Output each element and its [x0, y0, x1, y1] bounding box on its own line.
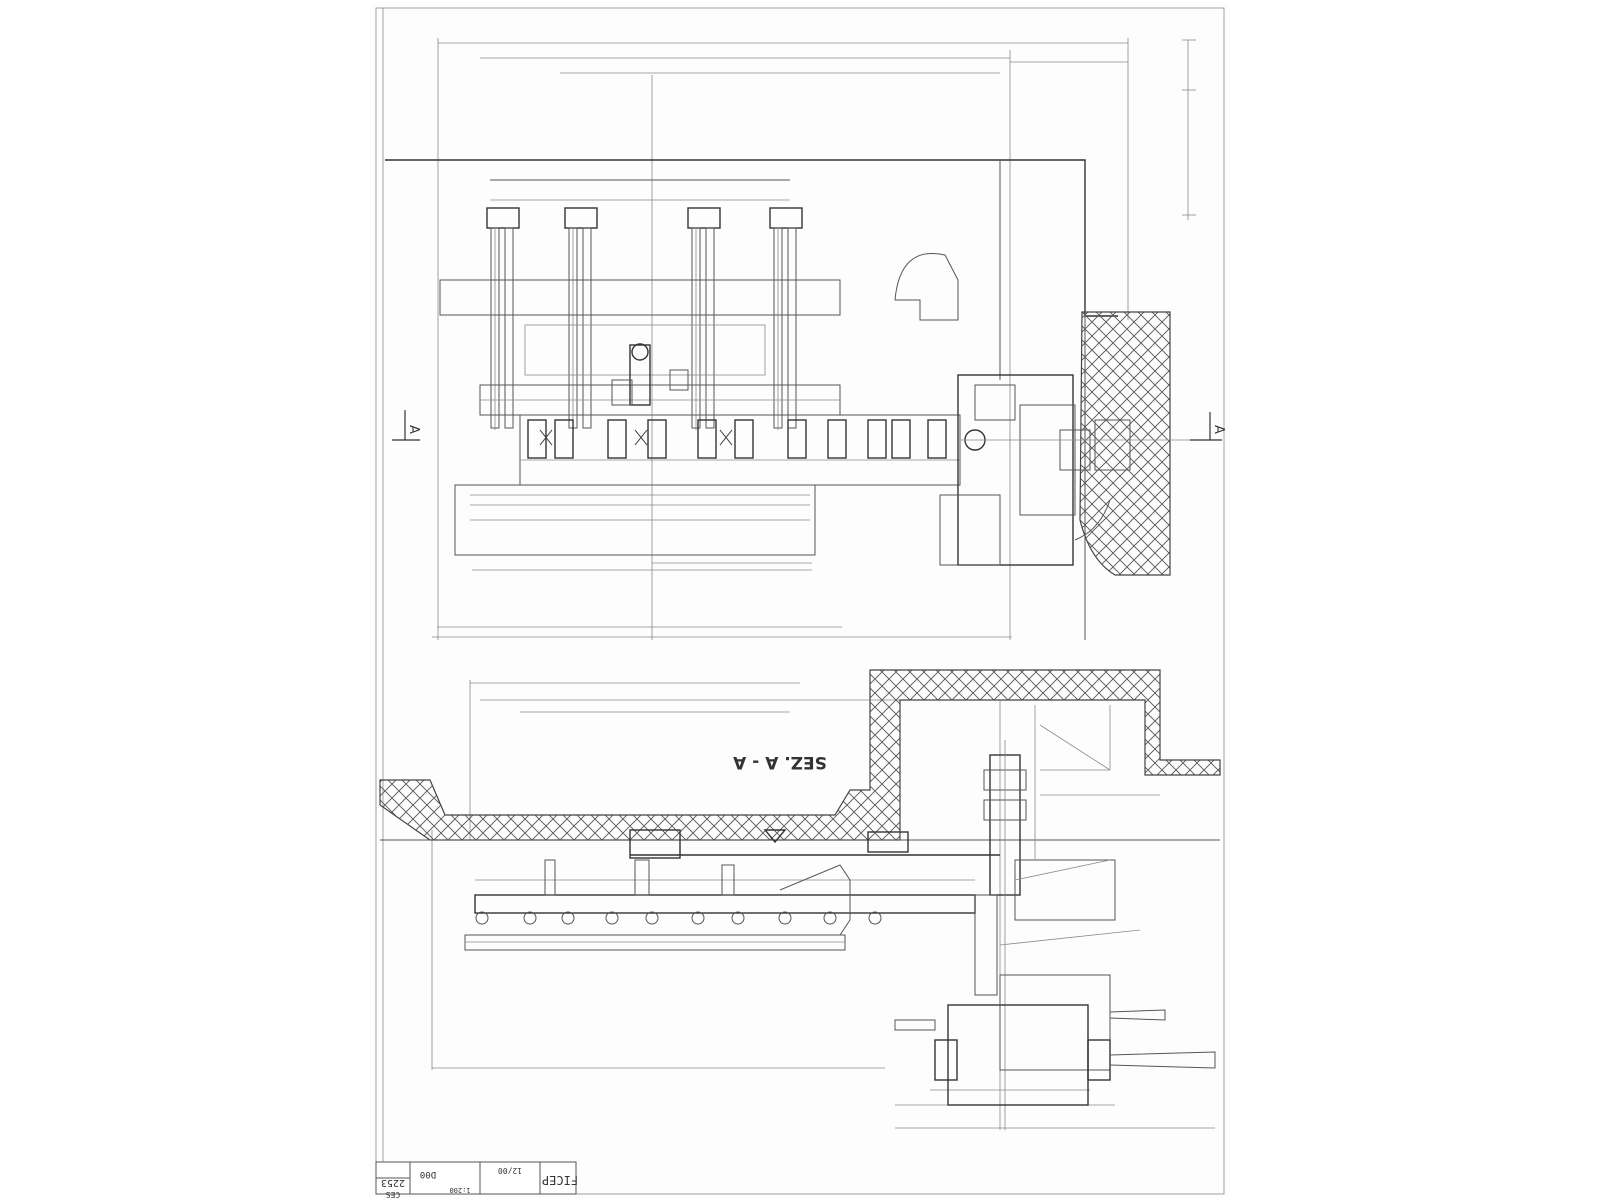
- drawing-number: 2253: [381, 1177, 405, 1188]
- section-marker-right: A: [1190, 412, 1226, 441]
- transfer-arm-4: [769, 207, 803, 430]
- svg-text:A: A: [1211, 425, 1226, 434]
- sheet-code: D00: [420, 1169, 436, 1179]
- transfer-arm-3: [687, 207, 721, 430]
- carrier-2: [867, 831, 909, 853]
- section-marker-left: A: [392, 410, 421, 441]
- sheet-border: [375, 7, 1225, 1195]
- chute: [894, 253, 959, 321]
- cross-beam: [439, 279, 841, 316]
- foundation-hatch: [1079, 311, 1171, 576]
- main-machine-plan: [939, 374, 1190, 566]
- plan-dimension-lines: [432, 38, 1196, 640]
- title-block: FICEP 2253 CES D00 12/00 1:200: [375, 1161, 578, 1199]
- drive-motor: [611, 343, 689, 406]
- section-title: SEZ. A - A: [732, 752, 827, 772]
- ref-code: CES: [386, 1190, 401, 1199]
- plan-view: A A: [385, 38, 1226, 640]
- main-machine-section: [894, 740, 1216, 1130]
- company-name: FICEP: [542, 1173, 578, 1187]
- svg-text:A: A: [406, 425, 421, 434]
- scale: 1:200: [449, 1186, 470, 1194]
- section-view: SEZ. A - A: [379, 669, 1221, 1130]
- carrier-1: [629, 829, 681, 859]
- transfer-arm-1: [486, 207, 520, 430]
- paper: [370, 2, 1230, 1198]
- discharge-table: [454, 484, 816, 556]
- date-code: 12/00: [498, 1166, 522, 1175]
